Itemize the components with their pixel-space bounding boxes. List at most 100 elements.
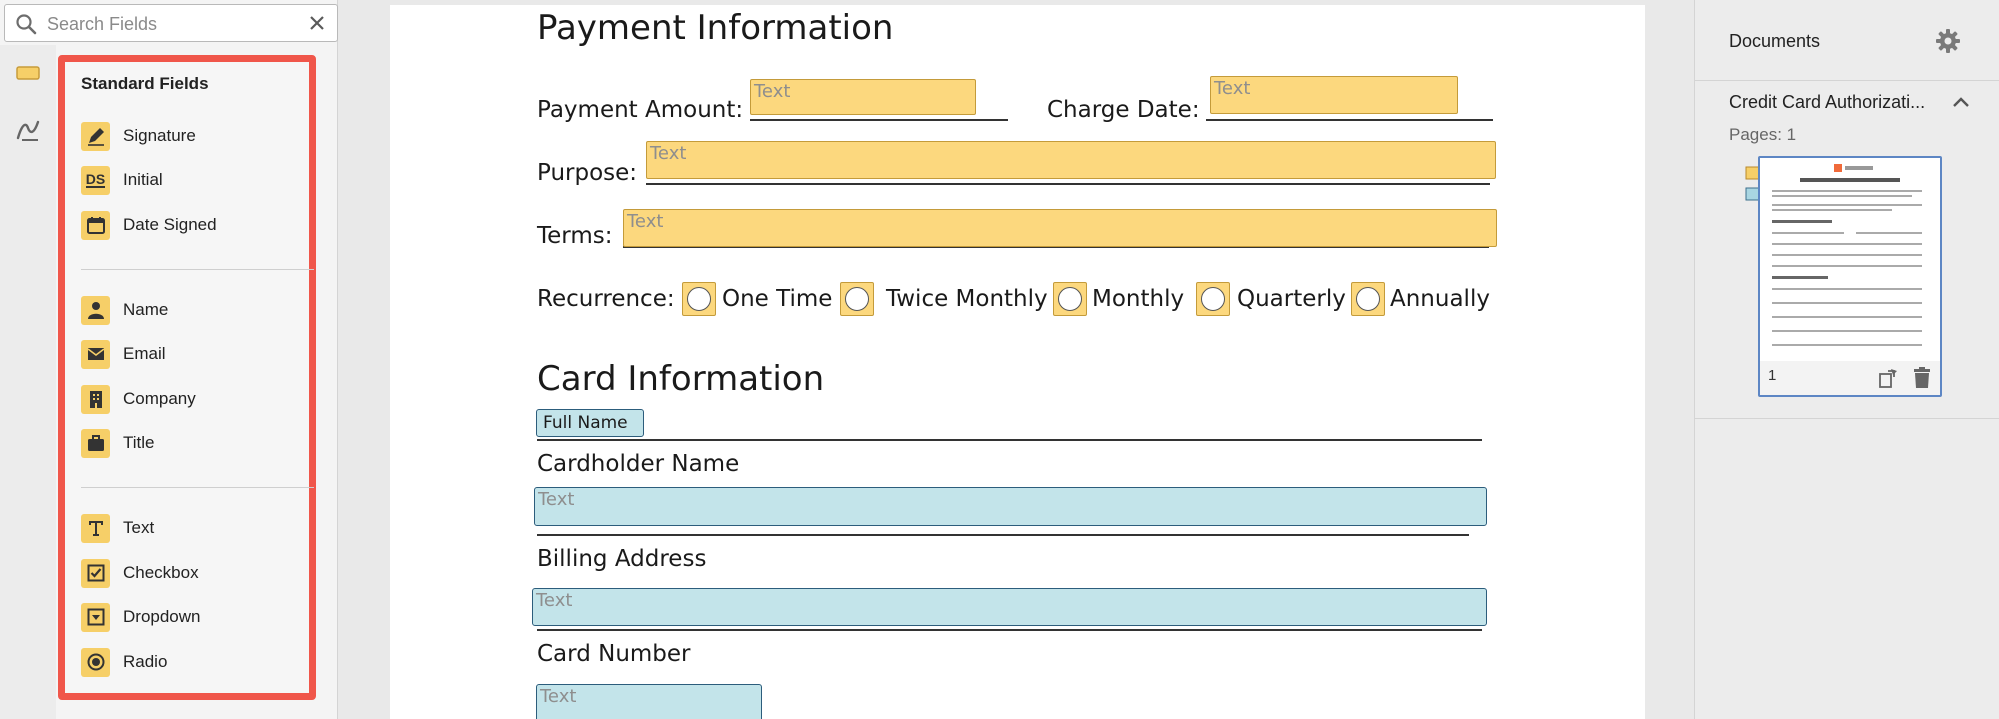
recurrence-radio-annually[interactable] <box>1351 282 1385 316</box>
field-placeholder: Text <box>754 81 791 102</box>
search-icon <box>16 14 37 35</box>
field-label: Initial <box>123 170 163 189</box>
radio-circle <box>687 287 711 311</box>
documents-panel: Documents Credit Card Authorizati... Pag… <box>1694 0 1999 719</box>
field-label: Email <box>123 344 166 363</box>
field-company[interactable]: Company <box>81 383 196 415</box>
thumbnail-page-number: 1 <box>1768 367 1777 384</box>
radio-circle <box>845 287 869 311</box>
fields-tab-button[interactable] <box>10 55 46 91</box>
briefcase-icon <box>81 428 110 458</box>
field-placeholder: Text <box>650 143 687 164</box>
purpose-label: Purpose: <box>537 160 638 186</box>
charge-date-label: Charge Date: <box>1047 97 1200 123</box>
pages-count: Pages: 1 <box>1729 125 1797 144</box>
person-icon <box>81 295 110 325</box>
field-name[interactable]: Name <box>81 294 168 326</box>
tool-rail <box>0 45 56 719</box>
payment-information-heading: Payment Information <box>537 8 894 48</box>
radio-circle <box>1058 287 1082 311</box>
thumbnail-footer: 1 <box>1760 361 1940 395</box>
cardholder-name-line <box>537 534 1469 536</box>
field-label: Text <box>123 518 155 537</box>
recurrence-radio-one-time[interactable] <box>682 282 716 316</box>
initials-icon: DS <box>81 165 110 195</box>
purpose-line <box>646 183 1490 185</box>
cardholder-name-label: Cardholder Name <box>537 451 740 477</box>
recurrence-radio-twice-monthly[interactable] <box>840 282 874 316</box>
chevron-up-icon[interactable] <box>1951 94 1971 110</box>
search-input[interactable] <box>47 12 297 36</box>
field-date-signed[interactable]: Date Signed <box>81 209 217 241</box>
field-placeholder: Text <box>536 590 573 611</box>
initials-icon-text: DS <box>85 171 106 188</box>
dropdown-icon <box>81 602 110 632</box>
replace-page-icon[interactable] <box>1878 367 1900 389</box>
field-text[interactable]: Text <box>81 512 154 544</box>
purpose-field[interactable]: Text <box>646 141 1496 179</box>
charge-date-line <box>1206 119 1493 121</box>
field-title[interactable]: Title <box>81 427 155 459</box>
field-radio[interactable]: Radio <box>81 646 167 678</box>
field-placeholder: Text <box>1214 78 1251 99</box>
envelope-icon <box>81 339 110 369</box>
field-label: Signature <box>123 126 196 145</box>
recurrence-radio-quarterly[interactable] <box>1196 282 1230 316</box>
page-thumbnail-preview <box>1772 164 1922 346</box>
trash-icon[interactable] <box>1912 366 1932 390</box>
calendar-icon <box>81 210 110 240</box>
full-name-tag-label: Full Name <box>543 413 628 433</box>
divider <box>81 487 314 488</box>
field-placeholder: Text <box>538 489 575 510</box>
radio-icon <box>81 647 110 677</box>
payment-amount-field[interactable]: Text <box>750 79 976 115</box>
field-signature[interactable]: Signature <box>81 120 196 152</box>
standard-fields-list: Standard Fields Signature DS Initial Dat… <box>58 55 316 700</box>
gear-icon[interactable] <box>1935 28 1961 54</box>
recurrence-option-label: Monthly <box>1092 286 1185 312</box>
recurrence-radio-monthly[interactable] <box>1053 282 1087 316</box>
building-icon <box>81 384 110 414</box>
full-name-line <box>537 439 1482 441</box>
pen-icon <box>81 121 110 151</box>
tools-tab-button[interactable] <box>10 112 46 148</box>
field-initial[interactable]: DS Initial <box>81 164 163 196</box>
terms-field[interactable]: Text <box>623 209 1497 247</box>
signature-tools-icon <box>16 120 40 141</box>
billing-address-line <box>537 629 1482 631</box>
terms-line <box>623 246 1489 248</box>
payment-amount-label: Payment Amount: <box>537 97 744 123</box>
charge-date-field[interactable]: Text <box>1210 76 1458 114</box>
recurrence-option-label: One Time <box>722 286 833 312</box>
full-name-field[interactable]: Full Name <box>536 409 644 437</box>
checkbox-icon <box>81 558 110 588</box>
recurrence-option-label: Quarterly <box>1237 286 1346 312</box>
field-placeholder: Text <box>540 686 577 707</box>
documents-title: Documents <box>1729 31 1821 51</box>
field-checkbox[interactable]: Checkbox <box>81 557 199 589</box>
cardholder-name-field[interactable]: Text <box>534 487 1487 526</box>
page-thumbnail[interactable]: 1 <box>1758 156 1942 397</box>
search-box[interactable] <box>4 4 338 42</box>
radio-circle <box>1356 287 1380 311</box>
field-box-icon <box>16 66 40 80</box>
card-information-heading: Card Information <box>537 359 825 399</box>
field-label: Name <box>123 300 169 319</box>
fields-panel: Standard Fields Signature DS Initial Dat… <box>0 0 338 719</box>
billing-address-field[interactable]: Text <box>532 588 1487 626</box>
recurrence-option-label: Annually <box>1390 286 1490 312</box>
field-placeholder: Text <box>627 211 664 232</box>
field-label: Company <box>123 389 196 408</box>
text-icon <box>81 513 110 543</box>
divider <box>1695 80 1999 81</box>
field-dropdown[interactable]: Dropdown <box>81 601 201 633</box>
field-label: Radio <box>123 652 168 671</box>
document-name[interactable]: Credit Card Authorizati... <box>1729 92 1926 112</box>
radio-circle <box>1201 287 1225 311</box>
card-number-label: Card Number <box>537 641 691 667</box>
field-email[interactable]: Email <box>81 338 166 370</box>
close-icon[interactable] <box>307 13 327 33</box>
terms-label: Terms: <box>537 223 613 249</box>
card-number-field[interactable]: Text <box>536 684 762 719</box>
field-label: Dropdown <box>123 607 201 626</box>
